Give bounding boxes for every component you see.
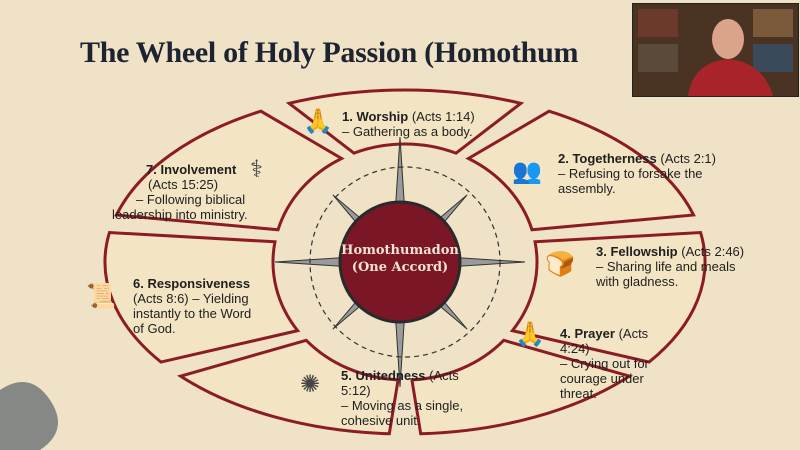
scroll-arrow-icon: 📜 [86,283,116,310]
sector-togetherness [465,109,696,232]
segment-ref: (Acts 1:14) [411,109,475,124]
segment-desc: – Gathering as a body. [342,124,473,139]
segment-prayer: 4. Prayer (Acts 4:24) – Crying out for c… [560,326,680,401]
sector-unitedness [176,338,400,436]
segment-worship: 1. Worship (Acts 1:14) – Gathering as a … [342,109,512,139]
segment-responsiveness: 6. Responsiveness (Acts 8:6) – Yielding … [133,276,253,336]
cycle-dashed-ring [309,166,501,358]
table-bread-cup-icon: 🍞 [545,251,575,278]
segment-title: 6. Responsiveness [133,276,251,291]
segment-title: 3. Fellowship [596,244,678,259]
segment-ref: (Acts 2:46) [681,244,745,259]
segment-involvement: 7. Involvement (Acts 15:25) – Following … [112,162,252,222]
sector-involvement [114,109,345,232]
sector-prayer [410,338,634,436]
segment-ref: (Acts 4:24) [560,326,649,356]
segment-title: 1. Worship [342,109,409,124]
praying-hands-icon: 🙏 [515,321,545,348]
segment-unitedness: 5. Unitedness (Acts 5:12) – Moving as a … [341,368,466,428]
crowd-icon: 👥 [512,158,542,185]
segment-title: 4. Prayer [560,326,615,341]
center-label-line1: Homothumadon [341,243,459,258]
segment-title: 5. Unitedness [341,368,426,383]
segment-fellowship: 3. Fellowship (Acts 2:46) – Sharing life… [596,244,746,289]
segment-desc: – Sharing life and meals with gladness. [596,259,736,289]
praying-hands-icon: 🙏 [303,108,333,135]
segment-desc: – Yielding instantly to the Word of God. [133,291,252,336]
center-label-line2: (One Accord) [351,260,449,275]
sector-worship [285,88,525,155]
segment-ref: (Acts 8:6) [133,291,189,306]
slide-title: The Wheel of Holy Passion (Homothum [80,36,579,69]
webcam-overlay [632,3,799,97]
ink-splash [0,382,58,450]
segment-togetherness: 2. Togetherness (Acts 2:1) – Refusing to… [558,151,728,196]
segment-title: 7. Involvement [146,162,237,177]
sector-fellowship [509,230,707,364]
segment-desc: – Refusing to forsake the assembly. [558,166,703,196]
segment-title: 2. Togetherness [558,151,657,166]
center-circle [338,200,462,324]
segment-ref: (Acts 15:25) [148,177,219,192]
segment-desc: – Moving as a single, cohesive unit. [341,398,464,428]
staff-path-icon: ⚕ [250,156,263,183]
circle-of-people-icon: ✺ [300,371,321,398]
sector-responsiveness [103,230,301,364]
segment-ref: (Acts 5:12) [341,368,459,398]
center-label: Homothumadon (One Accord) [335,242,465,276]
segment-desc: – Following biblical leadership into min… [112,192,248,222]
segment-ref: (Acts 2:1) [660,151,716,166]
segment-desc: – Crying out for courage under threat. [560,356,649,401]
